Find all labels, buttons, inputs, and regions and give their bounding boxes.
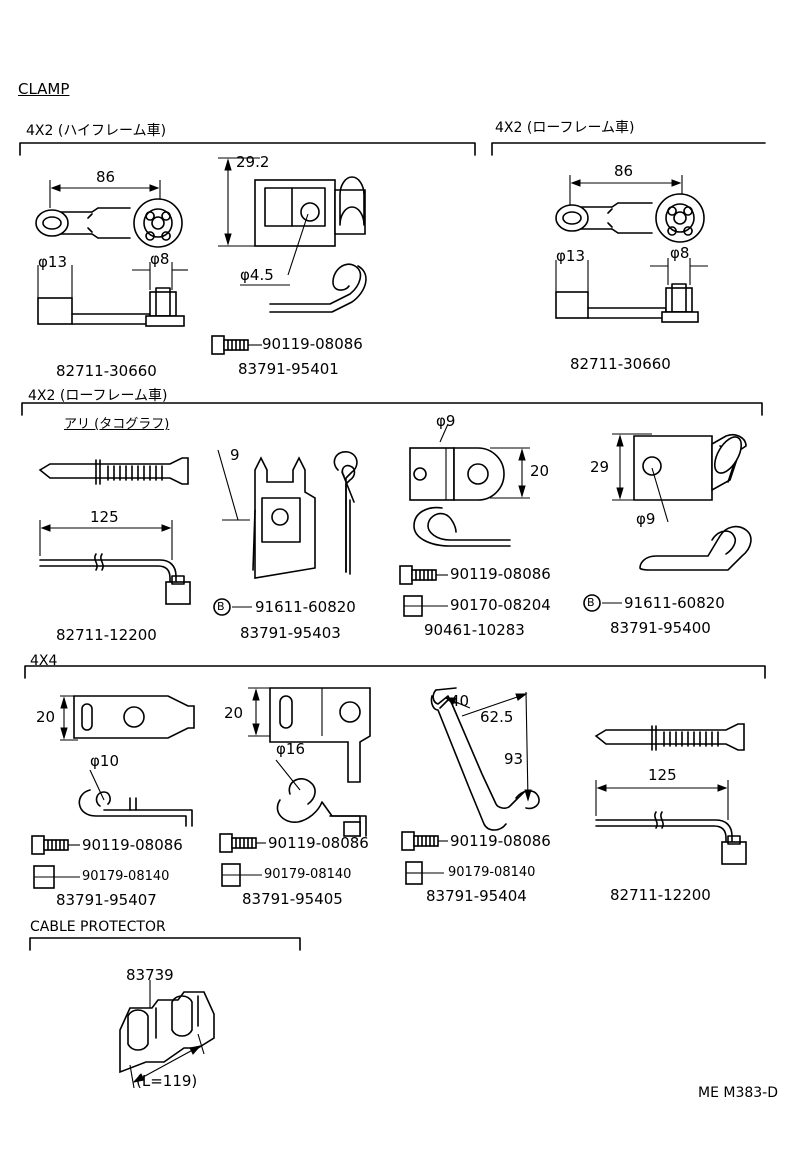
part-number-17[interactable]: 90179-08140	[264, 867, 352, 882]
bolt-icons	[31, 335, 448, 889]
part-number-7[interactable]: 83791-95403	[240, 624, 341, 642]
clamp-82711-30660-right-drawing	[555, 175, 708, 323]
part-number-22[interactable]: 82711-12200	[610, 886, 711, 904]
dim-125-left: 125	[90, 508, 119, 526]
clip-82711-12200-right-drawing	[594, 723, 747, 865]
b-badge-1: B	[217, 600, 225, 613]
clamp-83791-95400-drawing	[612, 433, 752, 571]
section-bracket-4x4	[24, 665, 766, 679]
dim-86-left: 86	[96, 168, 116, 186]
clamp-90461-10283-drawing	[409, 423, 530, 547]
part-number-4[interactable]: 82711-30660	[570, 355, 671, 373]
section-lo-frame-mid-label: 4X2 (ローフレーム車)	[28, 388, 168, 404]
dim-125-right: 125	[648, 766, 677, 784]
part-number-9[interactable]: 90170-08204	[450, 596, 551, 614]
section-lo-frame-top-label: 4X2 (ローフレーム車)	[495, 120, 635, 136]
dim-29: 29	[590, 458, 610, 476]
clamp-83791-95405-drawing	[248, 687, 371, 837]
dim-phi8-left: φ8	[150, 250, 170, 268]
clamp-83791-95404-drawing	[430, 687, 540, 831]
clamp-82711-30660-left-drawing	[35, 180, 188, 327]
dim-length: (L=119)	[136, 1072, 198, 1090]
clamp-83791-95403-drawing	[217, 449, 358, 579]
dim-20-c: 20	[224, 704, 244, 722]
footer-code: ME M383-D	[698, 1085, 779, 1101]
dim-phi4-5: φ4.5	[240, 266, 274, 284]
part-number-5[interactable]: 82711-12200	[56, 626, 157, 644]
dim-phi13-left: φ13	[38, 253, 67, 271]
section-bracket-hi-frame	[19, 142, 476, 156]
b-badge-2: B	[587, 596, 595, 609]
dim-86-right: 86	[614, 162, 634, 180]
dim-93: 93	[504, 750, 524, 768]
dim-20-a: 20	[530, 462, 550, 480]
section-4x4-label: 4X4	[30, 653, 58, 669]
dim-9: 9	[230, 446, 240, 464]
clamp-83791-95407-drawing	[60, 695, 195, 827]
clip-82711-12200-left-drawing	[38, 457, 191, 605]
dim-phi9-b: φ9	[636, 510, 656, 528]
part-number-16[interactable]: 90119-08086	[268, 834, 369, 852]
section-hi-frame-label: 4X2 (ハイフレーム車)	[26, 123, 167, 139]
clamp-83791-95401-drawing	[218, 157, 367, 313]
part-number-1[interactable]: 82711-30660	[56, 362, 157, 380]
part-number-8[interactable]: 90119-08086	[450, 565, 551, 583]
part-number-19[interactable]: 90119-08086	[450, 832, 551, 850]
part-number-12[interactable]: 83791-95400	[610, 619, 711, 637]
part-number-20[interactable]: 90179-08140	[448, 865, 536, 880]
dim-29-2: 29.2	[236, 153, 270, 171]
part-number-21[interactable]: 83791-95404	[426, 887, 527, 905]
part-number-18[interactable]: 83791-95405	[242, 890, 343, 908]
dim-phi9-a: φ9	[436, 412, 456, 430]
dim-phi8-right: φ8	[670, 244, 690, 262]
part-number-14[interactable]: 90179-08140	[82, 869, 170, 884]
part-number-10[interactable]: 90461-10283	[424, 621, 525, 639]
part-number-2[interactable]: 90119-08086	[262, 335, 363, 353]
part-number-11[interactable]: 91611-60820	[624, 594, 725, 612]
part-number-13[interactable]: 90119-08086	[82, 836, 183, 854]
part-number-3[interactable]: 83791-95401	[238, 360, 339, 378]
section-taco-sub-label: アリ (タコグラフ)	[64, 417, 170, 432]
dim-phi16: φ16	[276, 740, 305, 758]
part-number-23[interactable]: 83739	[126, 966, 174, 984]
section-cable-protector-label: CABLE PROTECTOR	[30, 919, 166, 935]
page-title: CLAMP	[18, 80, 70, 98]
section-bracket-lo-frame-top	[491, 142, 766, 156]
part-number-15[interactable]: 83791-95407	[56, 891, 157, 909]
dim-phi13-right: φ13	[556, 247, 585, 265]
cable-protector-drawing	[119, 980, 215, 1089]
section-bracket-cable-protector	[29, 937, 301, 951]
dim-40: 40	[450, 692, 470, 710]
dim-phi10: φ10	[90, 752, 119, 770]
dim-62-5: 62.5	[480, 708, 514, 726]
b-badge-circle-2	[583, 594, 601, 612]
section-bracket-lo-frame-mid	[21, 402, 763, 416]
b-badge-circle-1	[213, 598, 231, 616]
dim-20-b: 20	[36, 708, 56, 726]
part-number-6[interactable]: 91611-60820	[255, 598, 356, 616]
